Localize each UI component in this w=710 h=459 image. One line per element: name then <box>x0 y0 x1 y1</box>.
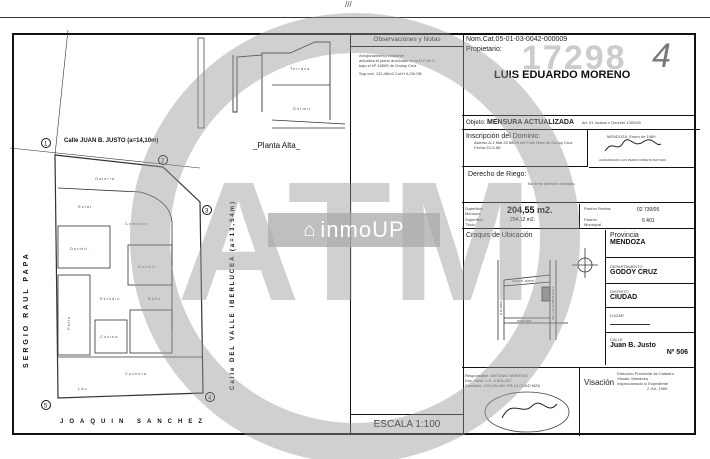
distrito-value: CIUDAD <box>610 294 638 301</box>
visacion-line: 2 JUL 1989 <box>647 386 668 391</box>
signer-name: AGRIMENSOR LUIS PEDRO MORETA MAT.0000 <box>599 158 666 162</box>
riego-text: No tiene derecho inscripto. <box>528 181 576 186</box>
padron-municipal-value: 6 401 <box>642 218 655 224</box>
room-label: Lav. <box>78 386 89 391</box>
room-label: Comedor <box>125 221 148 226</box>
house-icon: ⌂ <box>303 218 317 241</box>
room-label: Cocina <box>100 334 118 339</box>
owner-label: Propietario: <box>466 46 502 53</box>
top-divider <box>0 17 710 18</box>
upper-room-label: Terraza <box>290 66 310 71</box>
point-2: 2 <box>161 159 165 165</box>
padron-municipal-label: Padrón Municipal <box>584 217 601 227</box>
note-line: Sup.cub. 132,45m2 Cot.H A.Ob.SB <box>359 71 422 76</box>
visacion-label: Visación <box>584 378 615 387</box>
point-5: 5 <box>44 404 48 410</box>
upper-room-label: Dormit. <box>293 106 313 111</box>
riego-label: Derecho de Riego: <box>468 171 527 178</box>
street-west: SERGIO RAUL PAPA <box>23 251 30 368</box>
lugar-label: LUGAR <box>610 313 624 318</box>
stamp-suffix: 4 <box>652 37 671 75</box>
stamp-number: 17298 <box>522 39 627 77</box>
visacion-line: Inspeccionado s/ Expediente <box>617 381 669 386</box>
croquis-street: S.R. PAPA <box>499 301 503 315</box>
croquis-label: Croquis de Ubicación <box>466 232 533 239</box>
cadastral-number: Nom.Cat.05-01-03-0042-000009 <box>466 36 568 43</box>
document-frame <box>12 33 696 435</box>
upper-floor-title: _Planta Alta_ <box>252 141 301 150</box>
responsable-line: Responsable: ANTONIO MORENO <box>465 373 528 378</box>
room-label: Dormit. <box>70 246 90 251</box>
point-4: 4 <box>208 396 212 402</box>
dominio-text: Asiento A-1 Mat 20 880/5 del Folio Real … <box>474 140 573 150</box>
scale-label: ESCALA 1:100 <box>351 414 463 435</box>
lot-boundary <box>54 154 204 399</box>
floor-plan: Calle JUAN B. JUSTO (a=14,10m) SERGIO RA… <box>9 29 346 425</box>
street-number: Nº 506 <box>666 349 688 356</box>
distrito-label: DISTRITO <box>610 289 629 294</box>
point-1: 1 <box>44 142 48 148</box>
inmoup-logo: ⌂ inmoUP <box>268 213 440 247</box>
croquis-street: SANCHEZ <box>517 319 532 323</box>
dominio-label: Inscripción del Dominio: <box>466 133 541 140</box>
note-line: bajo el Nº 16505 de Godoy Cruz <box>359 63 417 68</box>
departamento-value: GODOY CRUZ <box>610 269 658 276</box>
room-label: Dormit. <box>138 264 158 269</box>
page-mark: /// <box>345 0 352 9</box>
notes-title: Observaciones y Notas <box>351 33 463 47</box>
room-label: Patio <box>66 316 71 330</box>
logo-text: inmoUP <box>320 217 405 242</box>
signature <box>604 139 662 152</box>
point-3: 3 <box>205 209 209 215</box>
signer-date: MENDOZA, Enero de 1989 <box>607 134 656 139</box>
responsable-line: Doc. Ident. L.E. 6.804.037 <box>465 378 512 383</box>
padron-rentas-label: Padrón Rentas <box>584 206 611 211</box>
location-sketch: JUAN B. JUSTO S.R. PAPA DEL VALLE IBERLU… <box>497 248 598 340</box>
owner-name: LUIS EDUARDO MORENO <box>494 69 631 81</box>
room-label: Galería <box>95 176 115 181</box>
objeto-note: Art. 51 Incisos c Decreto 1300/69 <box>581 120 641 125</box>
street-north: Calle JUAN B. JUSTO (a=14,10m) <box>64 138 158 144</box>
sup-mensura-value: 204,55 m2. <box>507 205 553 215</box>
title-block: Nom.Cat.05-01-03-0042-000009 Propietario… <box>462 33 700 436</box>
note-line: Amojonamiento existente <box>359 53 404 58</box>
sup-mensura-label: Superficie Mensura <box>465 206 483 216</box>
provincia-value: MENDOZA <box>610 239 646 246</box>
calle-label: CALLE <box>610 337 623 342</box>
note-line: actualiza el plano archivado en la D.P.d… <box>359 58 435 63</box>
street-east: Calle DEL VALLE IBERLUCEA (a=13,54m) <box>230 200 236 390</box>
departamento-label: DEPARTAMENTO <box>610 264 643 269</box>
objeto-label: Objeto: <box>466 120 486 126</box>
responsable-line: Domicilio: COLON 430 P.B.12 CDAD MZA <box>465 383 541 388</box>
responsable-signature <box>484 391 570 433</box>
croquis-street: DEL VALLE IBERLUCEA <box>551 286 555 320</box>
croquis-street: JUAN B. JUSTO <box>512 279 535 283</box>
visacion-line: Dirección Provincial de Catastro <box>617 371 674 376</box>
provincia-label: Provincia <box>610 232 639 239</box>
visacion-line: Visado: Mendoza <box>617 376 648 381</box>
room-label: Estar <box>78 204 92 209</box>
sup-titulo-value: 204,12 m2. <box>510 217 536 223</box>
room-label: Estudio <box>100 296 120 301</box>
room-label: Cochera <box>125 371 147 376</box>
objeto-value: MENSURA ACTUALIZADA <box>487 119 575 126</box>
sup-titulo-label: Superficie Título <box>465 217 483 227</box>
calle-value: Juan B. Justo <box>610 342 656 349</box>
room-label: Baño <box>148 296 161 301</box>
street-south: JOAQUIN SANCHEZ <box>60 419 208 425</box>
padron-rentas-value: 02 730/05 <box>637 207 660 213</box>
